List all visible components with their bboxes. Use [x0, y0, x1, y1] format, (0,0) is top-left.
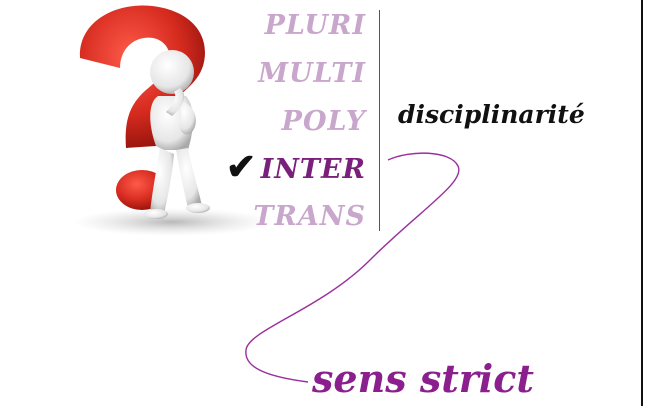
bracket-line [379, 10, 380, 231]
check-icon: ✔ [226, 146, 257, 188]
suffix-text: disciplinarité [398, 100, 585, 129]
question-mark-figure-icon [72, 5, 270, 236]
prefix-poly: POLY [281, 106, 366, 137]
qualifier-text: sens strict [312, 356, 534, 401]
prefix-multi: MULTI [258, 58, 366, 89]
prefix-inter: INTER [260, 154, 366, 185]
prefix-trans: TRANS [253, 201, 366, 232]
right-border-line [641, 0, 643, 406]
prefix-pluri: PLURI [264, 10, 366, 41]
